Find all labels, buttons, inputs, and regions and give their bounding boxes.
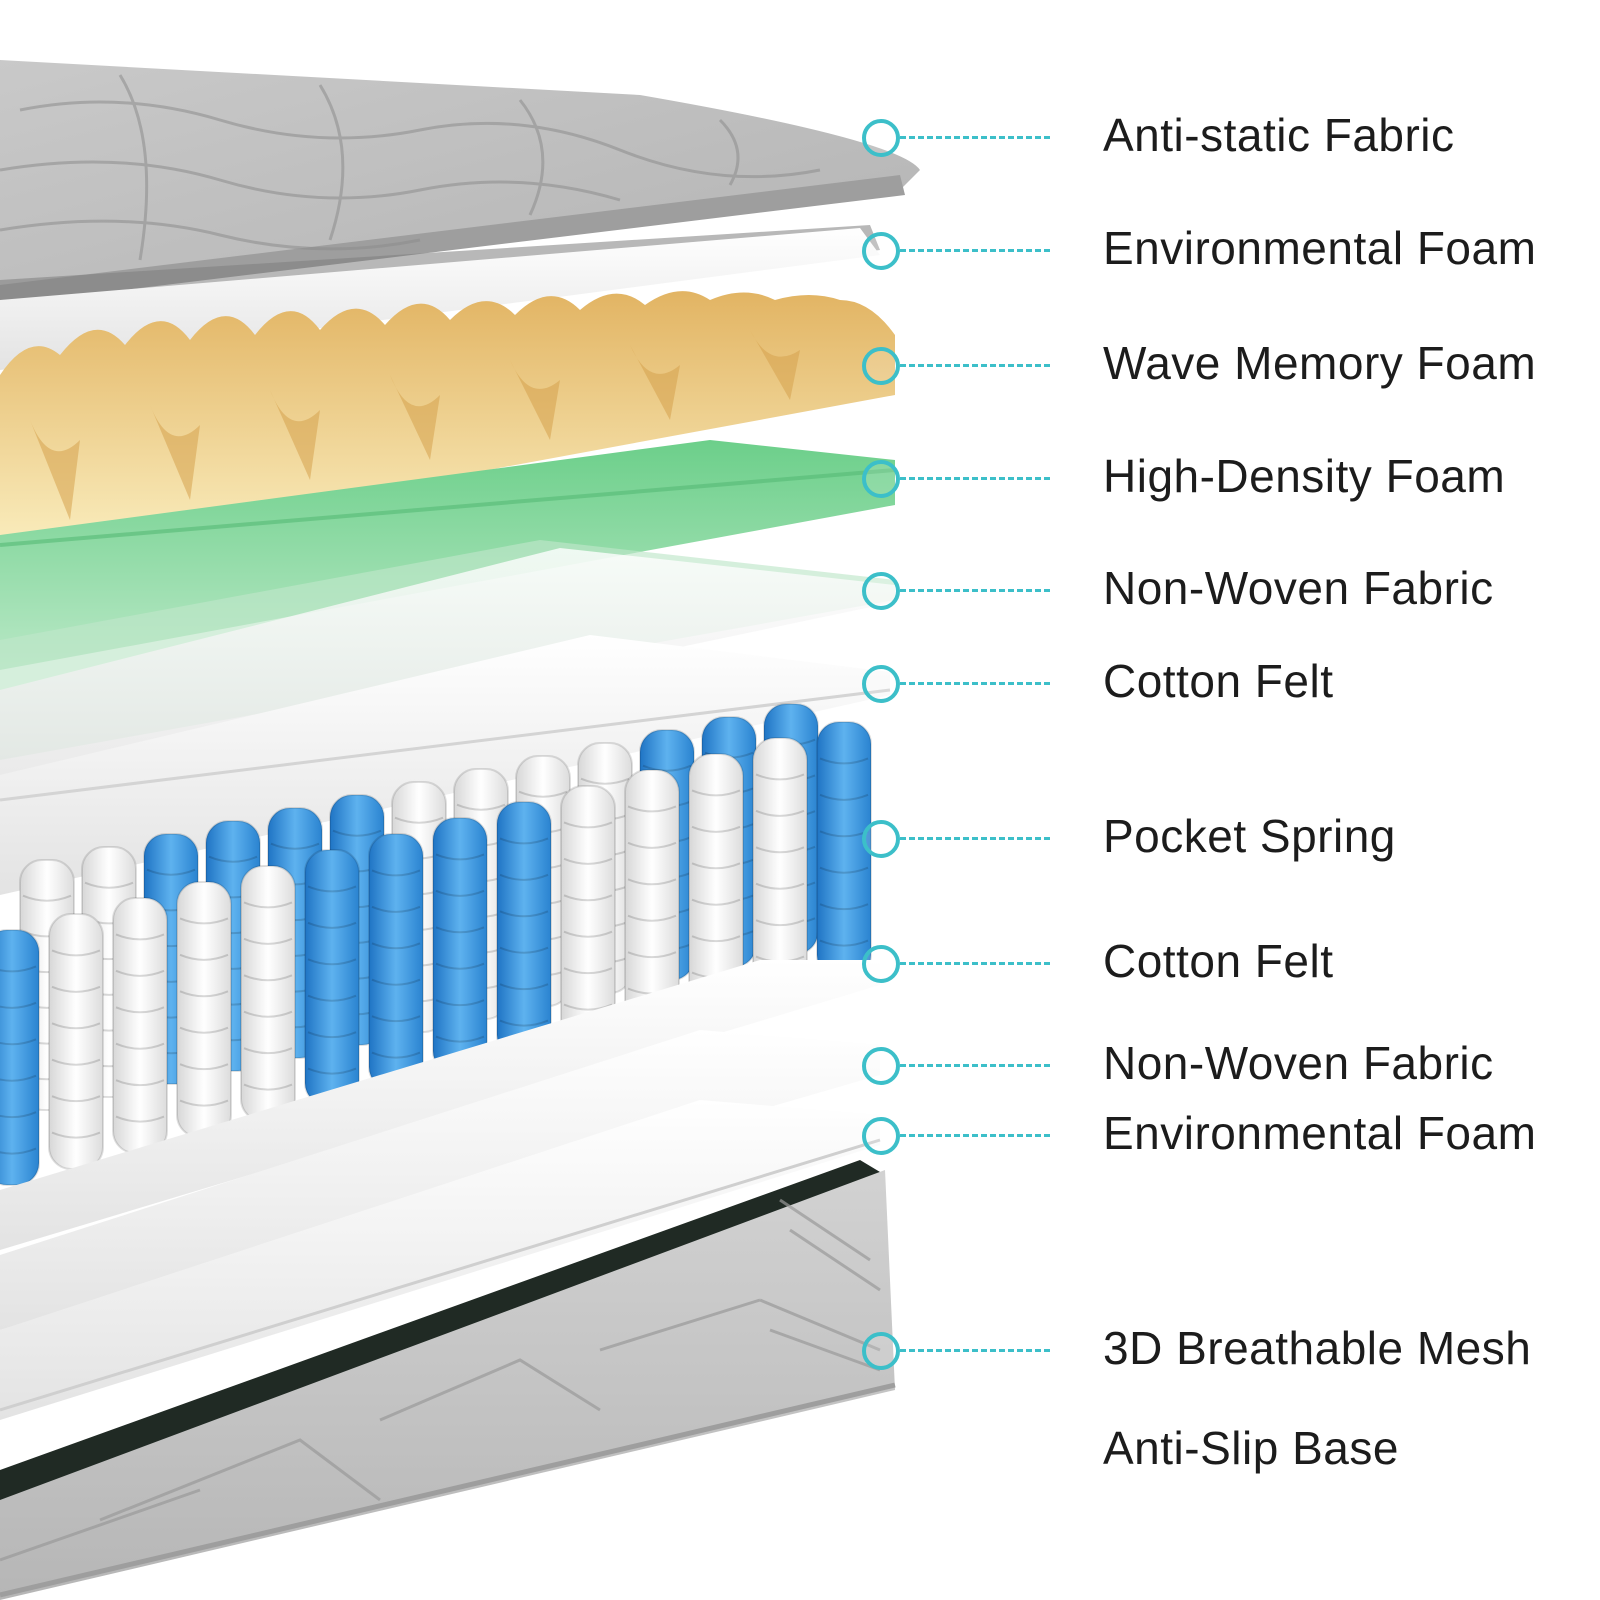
spring-coil <box>624 769 680 1026</box>
callout-marker-icon <box>862 945 900 983</box>
layer-label: Non-Woven Fabric <box>1103 562 1494 614</box>
callout-leader-line <box>900 136 1050 139</box>
layer-label: Cotton Felt <box>1103 655 1334 707</box>
layer-label: Pocket Spring <box>1103 810 1396 862</box>
callout-leader-line <box>900 1134 1050 1137</box>
breathable-mesh-and-base-layer <box>0 1160 896 1600</box>
layer-label: Non-Woven Fabric <box>1103 1037 1494 1089</box>
layer-label: Anti-static Fabric <box>1103 109 1455 161</box>
layer-label: Wave Memory Foam <box>1103 337 1537 389</box>
callout-leader-line <box>900 249 1050 252</box>
layer-label: Environmental Foam <box>1103 1107 1537 1159</box>
wave-memory-foam-layer <box>0 291 895 560</box>
callout-marker-icon <box>862 820 900 858</box>
callout-marker-icon <box>862 1117 900 1155</box>
callout-marker-icon <box>862 119 900 157</box>
layer-label: 3D Breathable Mesh <box>1103 1322 1532 1374</box>
environmental-foam-bottom-layer <box>0 1100 881 1420</box>
callout-leader-line <box>900 364 1050 367</box>
callout-leader-line <box>900 1349 1050 1352</box>
non-woven-fabric-bottom-layer <box>0 1030 880 1330</box>
callout-marker-icon <box>862 1332 900 1370</box>
spring-coil <box>304 849 360 1106</box>
callout-marker-icon <box>862 1047 900 1085</box>
callout-leader-line <box>900 589 1050 592</box>
callout-leader-line <box>900 962 1050 965</box>
spring-coil <box>0 929 40 1186</box>
callout-marker-icon <box>862 572 900 610</box>
callout-marker-icon <box>862 232 900 270</box>
layer-label: Anti-Slip Base <box>1103 1422 1399 1474</box>
spring-coil <box>176 881 232 1138</box>
callout-marker-icon <box>862 460 900 498</box>
callout-leader-line <box>900 837 1050 840</box>
spring-coil <box>816 721 872 978</box>
callout-leader-line <box>900 682 1050 685</box>
cotton-felt-bottom-layer <box>0 960 880 1250</box>
layer-label: High-Density Foam <box>1103 450 1506 502</box>
callout-leader-line <box>900 477 1050 480</box>
callout-marker-icon <box>862 665 900 703</box>
layer-label: Cotton Felt <box>1103 935 1334 987</box>
callout-marker-icon <box>862 347 900 385</box>
layer-label: Environmental Foam <box>1103 222 1537 274</box>
callout-leader-line <box>900 1064 1050 1067</box>
spring-coil <box>496 801 552 1058</box>
spring-coil <box>560 785 616 1042</box>
